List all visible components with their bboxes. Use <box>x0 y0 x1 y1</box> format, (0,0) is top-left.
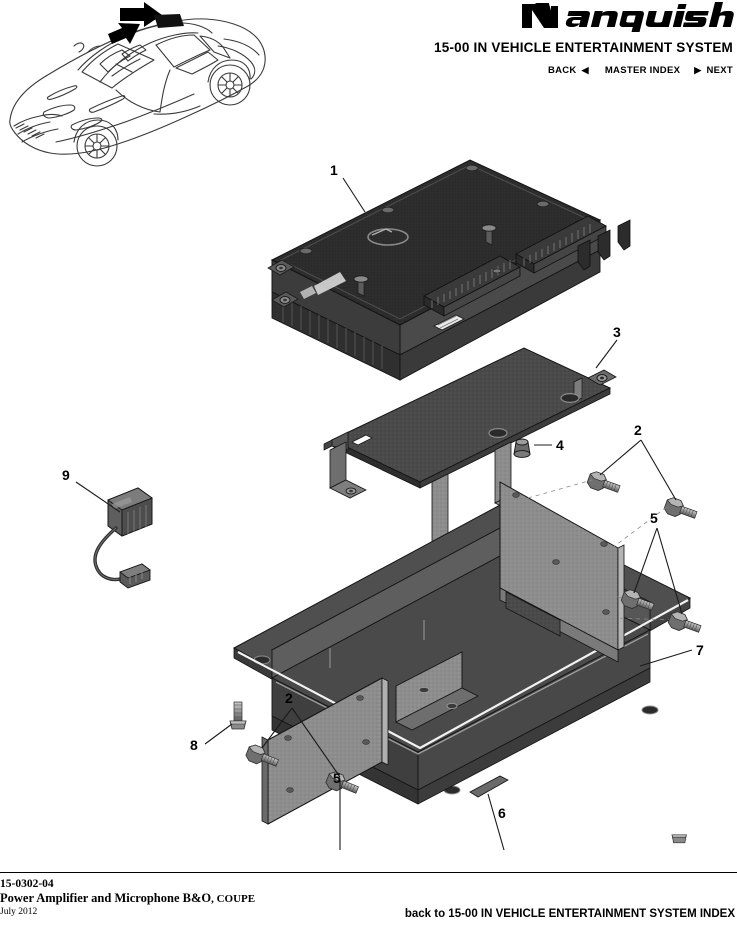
svg-text:4: 4 <box>556 437 564 453</box>
callout-6-number: 6 <box>498 805 506 821</box>
part-bolt-8 <box>229 701 247 730</box>
part-bolt-5-right-b <box>666 609 704 638</box>
location-arrow-icon <box>108 2 162 44</box>
callout-5-front-number: 5 <box>333 770 341 786</box>
svg-text:7: 7 <box>696 642 704 658</box>
vehicle-illustration <box>4 2 272 180</box>
callout-1: 1 <box>330 162 366 213</box>
callout-2-left: 2 <box>261 690 341 778</box>
callout-3: 3 <box>595 324 621 369</box>
part-upper-mounting-bracket <box>323 347 617 560</box>
svg-text:5: 5 <box>650 510 658 526</box>
part-variant: , COUPE <box>211 893 256 906</box>
triangle-right-icon[interactable]: ▶ <box>694 65 702 75</box>
svg-text:2: 2 <box>634 422 642 438</box>
part-right-side-panel <box>499 481 625 663</box>
svg-text:9: 9 <box>62 467 70 483</box>
callout-4: 4 <box>534 437 564 453</box>
footer-divider <box>0 872 737 873</box>
part-bolt-5-front <box>671 834 687 844</box>
part-description-main: Power Amplifier and Microphone B&O <box>0 891 212 906</box>
part-microphone <box>93 487 153 589</box>
part-code: 15-0302-04 <box>0 878 54 890</box>
callout-2-right: 2 <box>599 422 677 501</box>
part-power-amplifier <box>267 159 631 381</box>
component-location-marker <box>154 14 184 28</box>
callout-5-right: 5 <box>633 510 683 615</box>
nav-master-index-button[interactable]: MASTER INDEX <box>604 65 681 76</box>
part-description: Power Amplifier and Microphone B&O, COUP… <box>0 891 255 907</box>
svg-text:2: 2 <box>285 690 293 706</box>
nav-next-button[interactable]: NEXT <box>706 65 733 76</box>
nav-back-button[interactable]: BACK <box>547 65 577 76</box>
callout-8: 8 <box>190 723 233 753</box>
callout-9: 9 <box>62 467 121 513</box>
svg-text:1: 1 <box>330 162 338 178</box>
vanquish-logo <box>520 0 735 32</box>
publication-date: July 2012 <box>0 907 38 918</box>
page-title: 15-00 IN VEHICLE ENTERTAINMENT SYSTEM <box>434 40 733 55</box>
part-grommet-nut <box>513 438 531 458</box>
triangle-left-icon[interactable]: ◀ <box>581 65 589 75</box>
exploded-parts-diagram: 1 <box>0 150 737 851</box>
callout-6 <box>487 793 505 851</box>
navigation-bar: BACK ◀ MASTER INDEX ▶ NEXT <box>548 65 733 76</box>
svg-text:3: 3 <box>613 324 621 340</box>
part-bolt-2-upper-b <box>662 495 700 524</box>
footer-left-block: 15-0302-04 Power Amplifier and Microphon… <box>0 877 255 919</box>
index-back-link[interactable]: back to 15-00 IN VEHICLE ENTERTAINMENT S… <box>404 908 735 920</box>
callout-7: 7 <box>639 642 704 667</box>
svg-text:8: 8 <box>190 737 198 753</box>
part-bolt-2-upper-a <box>585 469 623 498</box>
